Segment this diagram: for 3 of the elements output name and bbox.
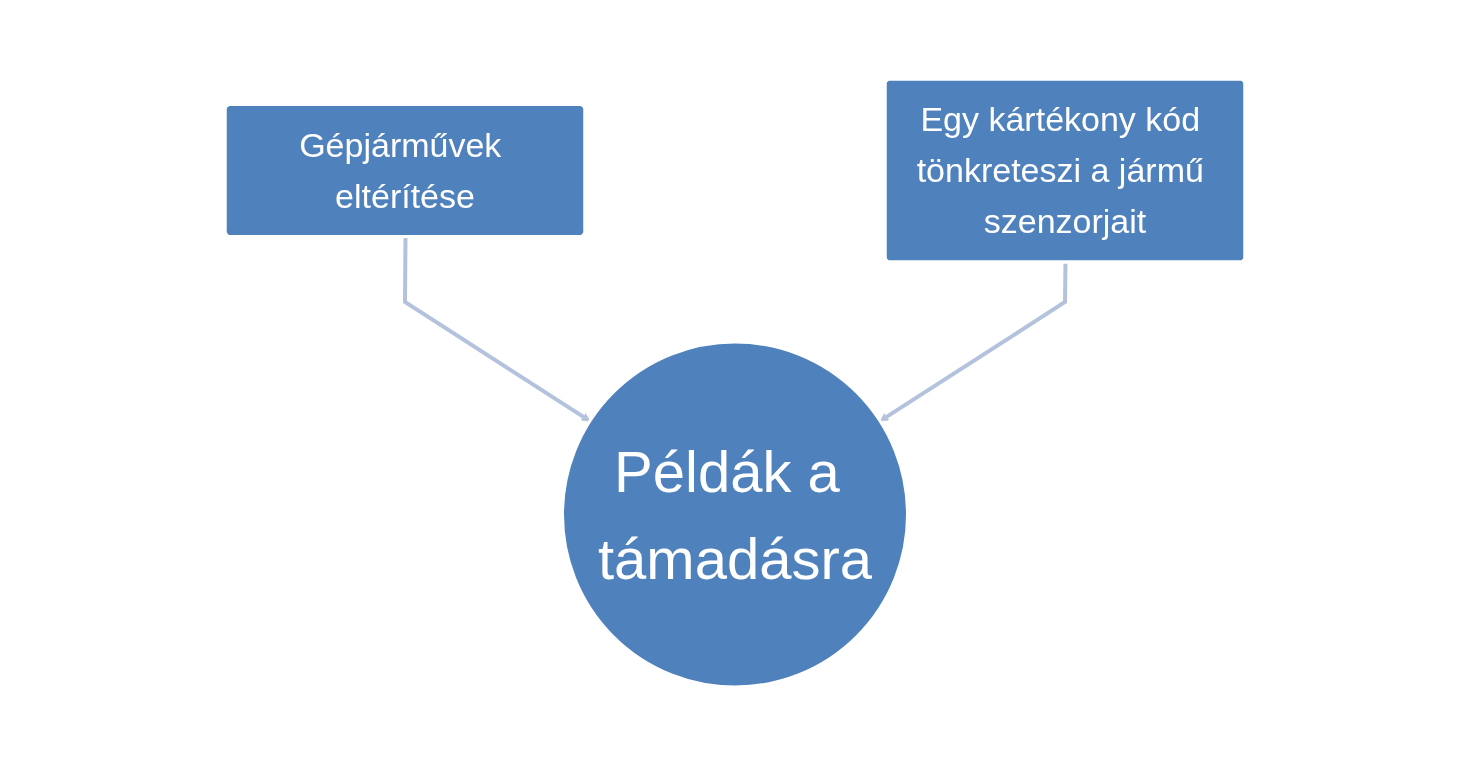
arrow bbox=[879, 262, 1068, 422]
arrow bbox=[403, 237, 591, 422]
node-circle: Példák a támadásra bbox=[561, 340, 909, 689]
